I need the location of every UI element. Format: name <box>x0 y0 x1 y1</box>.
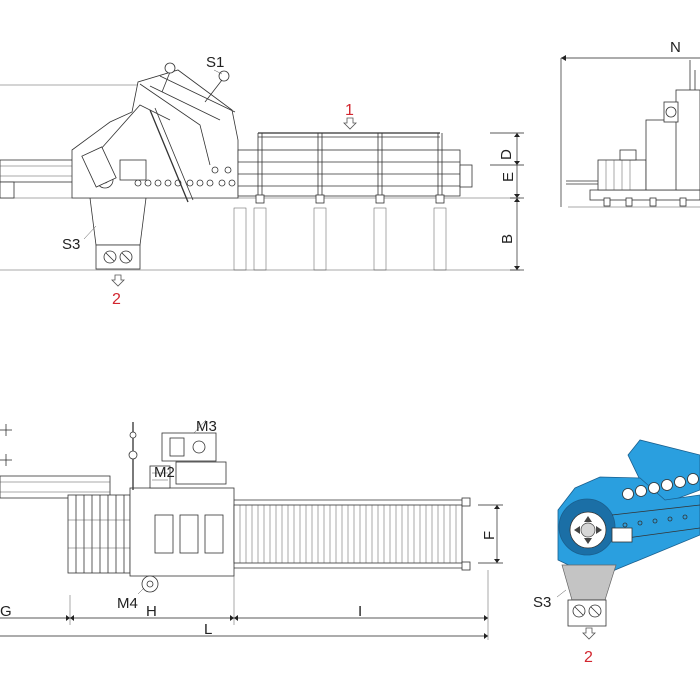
sensor-gauges-s1 <box>161 62 230 103</box>
infeed-extension <box>0 159 79 199</box>
callout-outlet-2-iso: 2 <box>584 649 593 666</box>
label-dimension-b: B <box>499 234 516 244</box>
label-m2: M2 <box>154 464 175 481</box>
iso-pulley-row <box>622 473 699 500</box>
label-m3: M3 <box>196 418 217 435</box>
label-dimension-l: L <box>204 621 212 638</box>
side-elevation-view: S1 S3 1 2 D E B <box>0 54 524 308</box>
callout-outlet-1: 1 <box>345 102 354 119</box>
isometric-machine-view: S3 2 <box>533 439 700 666</box>
crusher-body <box>71 69 239 203</box>
label-m4: M4 <box>117 595 138 612</box>
label-s3-side: S3 <box>62 236 80 253</box>
plan-view: M3 M2 M4 F G H I L <box>0 418 503 640</box>
label-dimension-e: E <box>500 172 517 182</box>
dimension-d-e-b <box>490 132 524 271</box>
label-dimension-h: H <box>146 603 157 620</box>
bolt-row <box>134 166 236 187</box>
conveyor-slats <box>239 505 457 563</box>
callout-outlet-2-side: 2 <box>112 291 121 308</box>
label-dimension-i: I <box>358 603 362 620</box>
label-dimension-d: D <box>498 149 515 160</box>
outlet-hopper-side <box>83 197 147 287</box>
label-dimension-f: F <box>481 531 498 540</box>
dimension-f <box>478 504 503 564</box>
iso-frame-holes <box>622 514 688 528</box>
dimension-g-h-i-l <box>0 570 489 640</box>
label-s3-iso: S3 <box>533 594 551 611</box>
discharge-conveyor-side <box>233 117 473 271</box>
end-view: N <box>560 39 700 208</box>
label-dimension-n: N <box>670 39 681 56</box>
label-dimension-g: G <box>0 603 12 620</box>
label-s1: S1 <box>206 54 224 71</box>
